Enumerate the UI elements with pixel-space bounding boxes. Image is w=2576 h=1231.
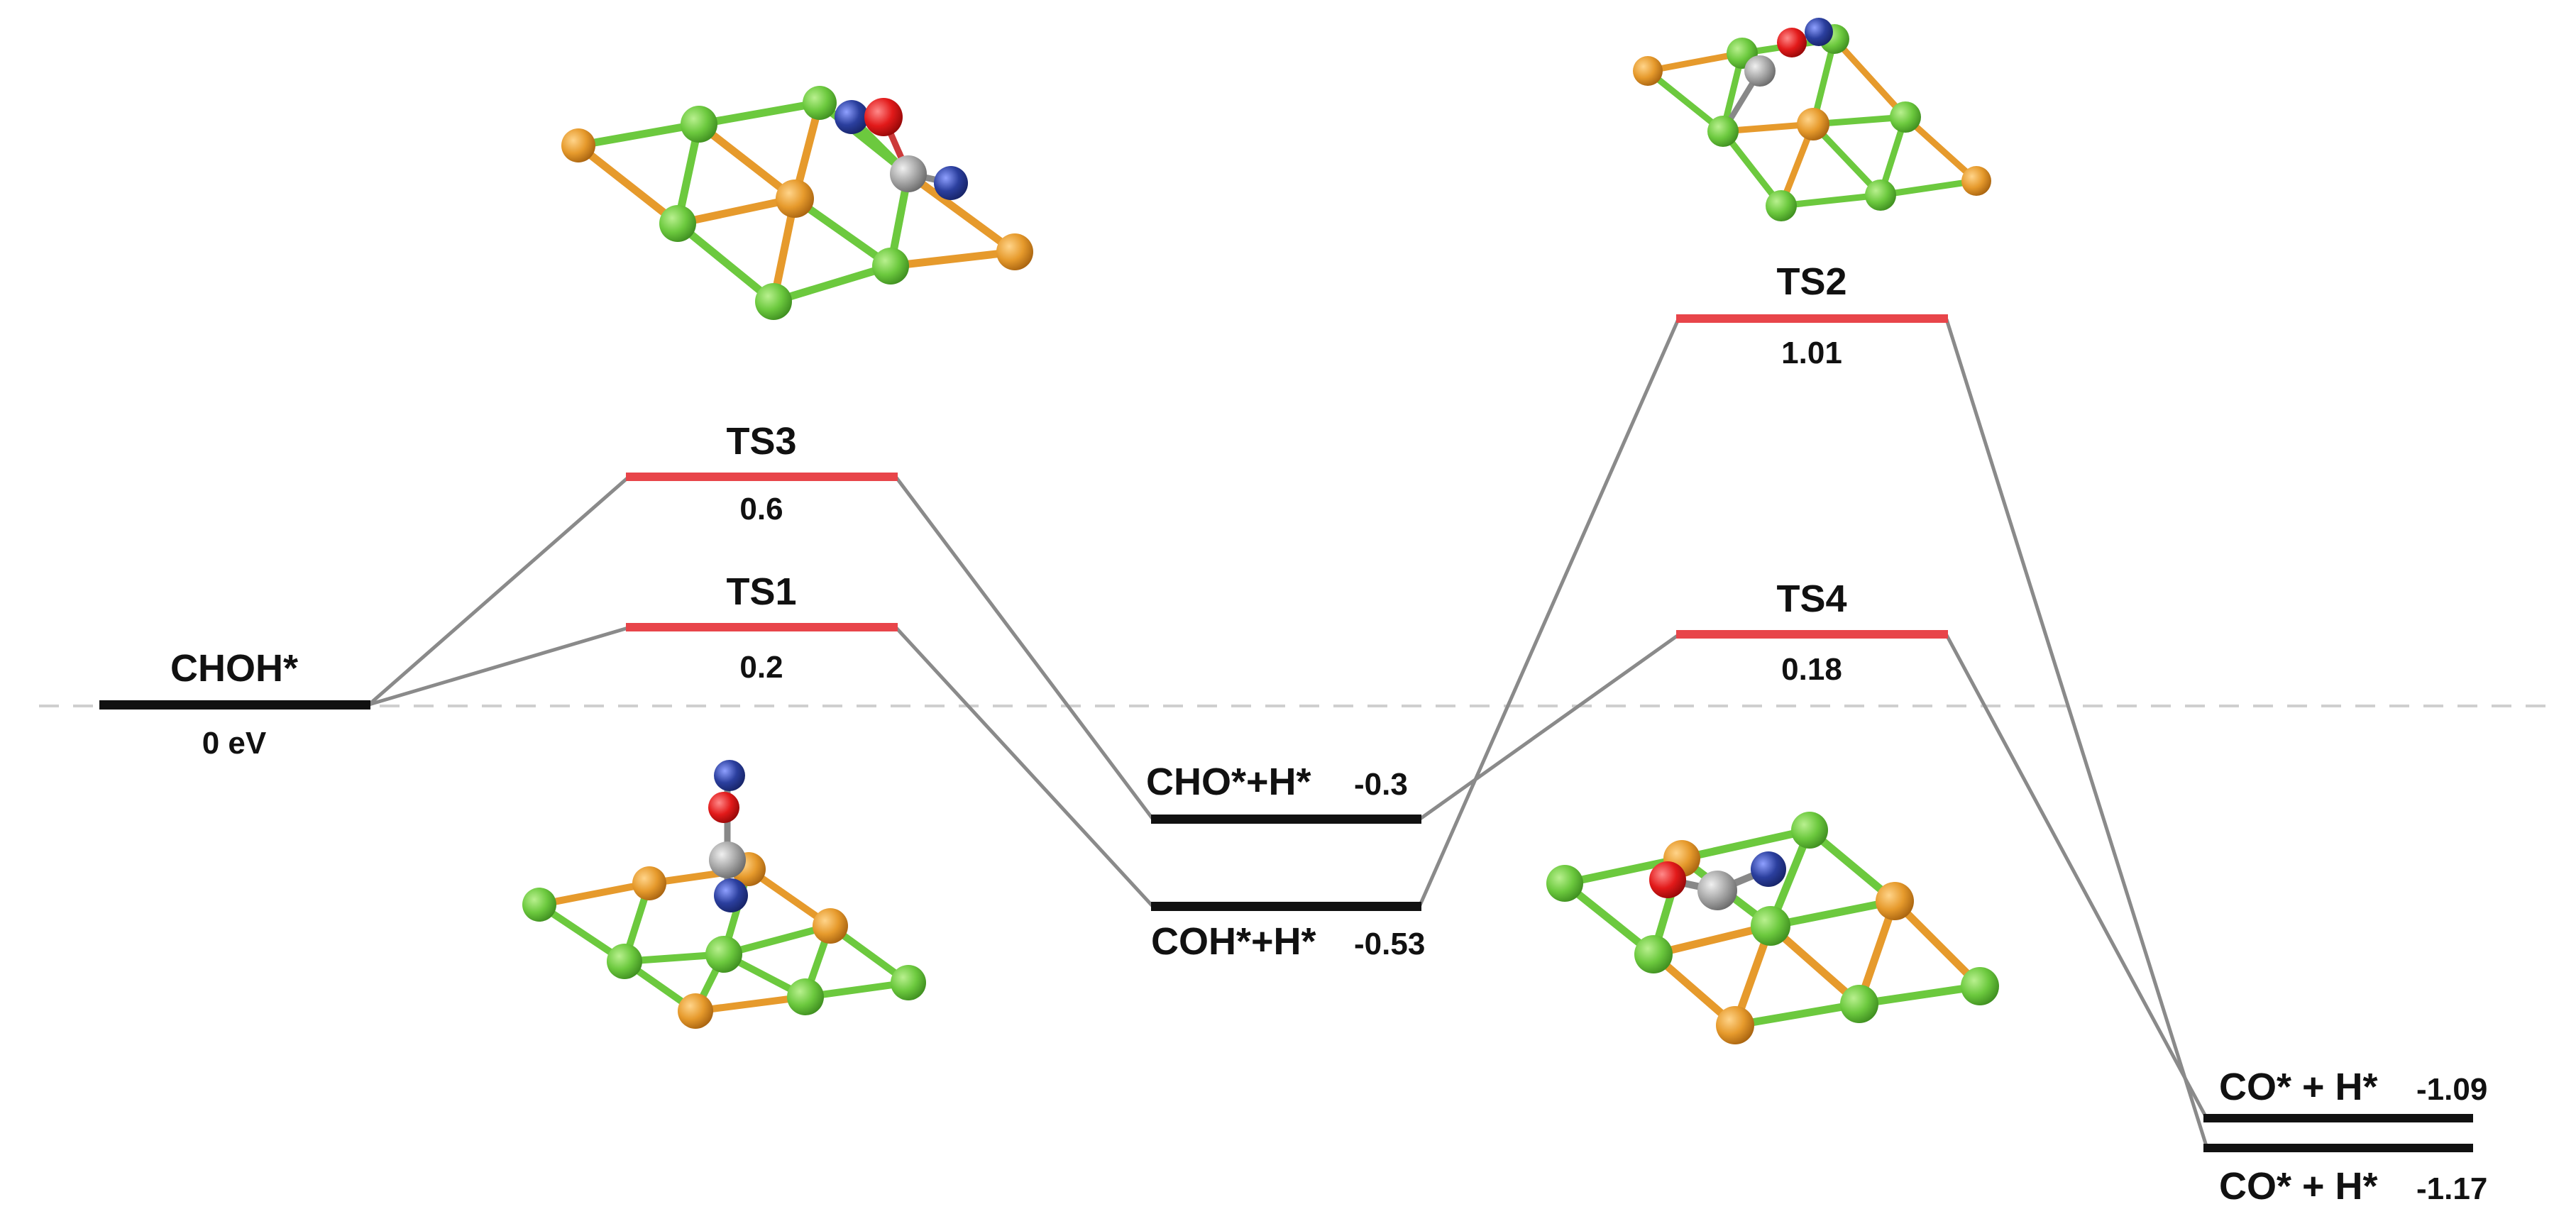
state-name-ts4: TS4 bbox=[1776, 578, 1846, 620]
level-bar-co2 bbox=[2203, 1144, 2473, 1152]
state-name-choh: CHOH* bbox=[170, 647, 298, 690]
energy-levels bbox=[99, 314, 2473, 1152]
level-bar-cho bbox=[1151, 815, 1421, 824]
level-bar-ts2 bbox=[1676, 314, 1948, 323]
connector-ts1-coh bbox=[895, 626, 1155, 908]
level-bar-choh bbox=[99, 700, 370, 710]
ts2-structure-image bbox=[1633, 18, 1991, 221]
level-bar-coh bbox=[1151, 902, 1421, 911]
connector-cho-ts4 bbox=[1418, 633, 1680, 822]
state-energy-choh: 0 eV bbox=[202, 726, 267, 761]
connector-choh-ts3 bbox=[368, 476, 629, 706]
state-energy-ts4: 0.18 bbox=[1781, 652, 1842, 687]
level-bar-ts3 bbox=[626, 473, 898, 481]
state-name-ts2: TS2 bbox=[1776, 260, 1846, 303]
connectors bbox=[368, 318, 2209, 1149]
state-name-co2: CO* + H* bbox=[2219, 1165, 2378, 1208]
state-name-coh: COH*+H* bbox=[1151, 920, 1316, 963]
state-energy-coh: -0.53 bbox=[1354, 927, 1425, 961]
ts4-structure-image bbox=[1546, 812, 1999, 1044]
level-bar-co1 bbox=[2203, 1114, 2473, 1122]
state-name-cho: CHO*+H* bbox=[1146, 761, 1311, 803]
connector-ts2-co2 bbox=[1944, 319, 2209, 1149]
connector-ts4-co1 bbox=[1944, 634, 2209, 1120]
state-energy-ts1: 0.2 bbox=[739, 650, 783, 685]
state-energy-cho: -0.3 bbox=[1354, 767, 1408, 802]
state-energy-ts3: 0.6 bbox=[739, 492, 783, 526]
connector-choh-ts1 bbox=[368, 626, 629, 707]
state-energy-ts2: 1.01 bbox=[1781, 336, 1842, 370]
state-name-ts1: TS1 bbox=[726, 570, 796, 613]
ts3-structure-image bbox=[561, 86, 1033, 320]
state-energy-co1: -1.09 bbox=[2416, 1072, 2487, 1107]
connector-coh-ts2 bbox=[1417, 318, 1680, 908]
level-bar-ts1 bbox=[626, 623, 898, 631]
state-name-ts3: TS3 bbox=[726, 420, 796, 463]
state-energy-co2: -1.17 bbox=[2416, 1171, 2487, 1206]
state-name-co1: CO* + H* bbox=[2219, 1066, 2378, 1108]
connector-ts3-cho bbox=[895, 476, 1155, 821]
ts1-structure-image bbox=[522, 760, 926, 1029]
level-bar-ts4 bbox=[1676, 630, 1948, 639]
state-labels: CHOH* 0 eV TS3 0.6 TS1 0.2 CHO*+H* -0.3 … bbox=[170, 260, 2487, 1208]
